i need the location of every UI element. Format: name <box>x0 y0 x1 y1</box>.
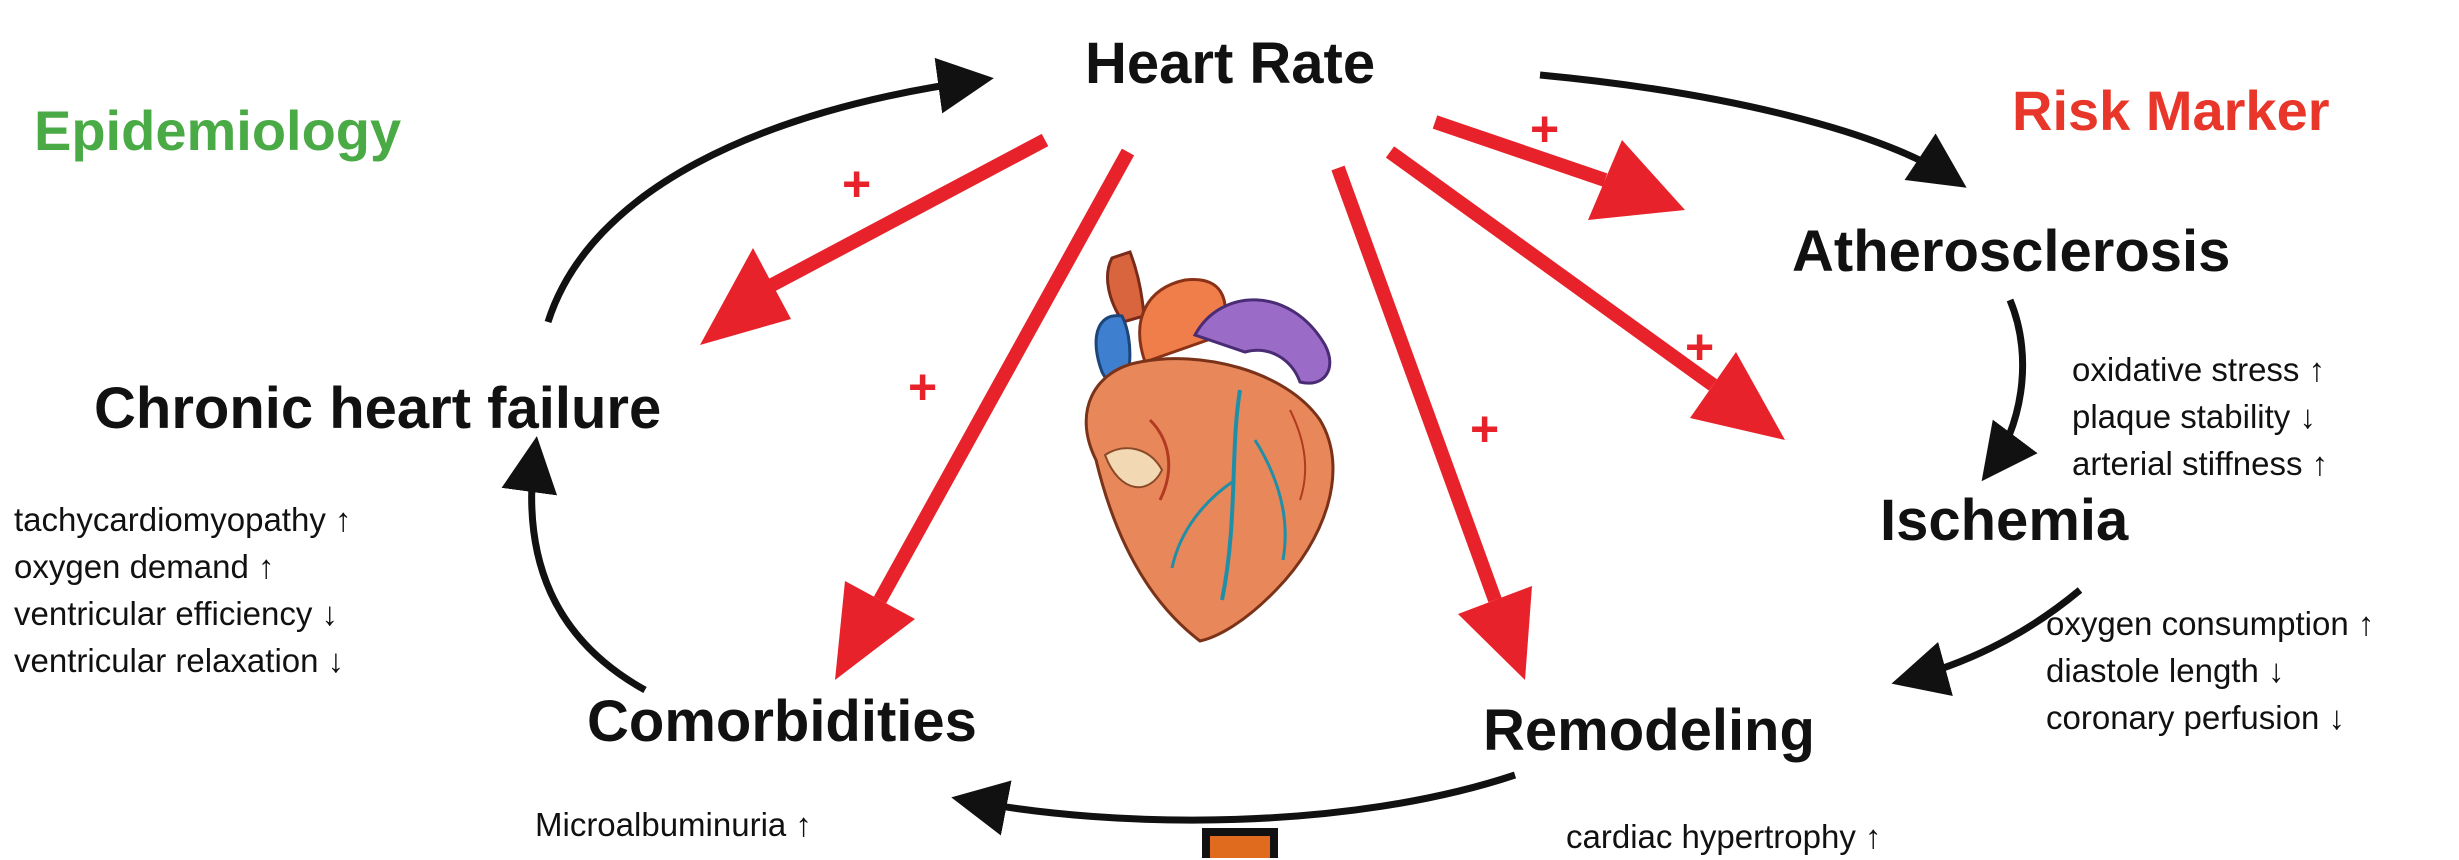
node-ischemia: Ischemia <box>1880 487 2128 554</box>
effect-item: cardiac hypertrophy ↑ <box>1566 813 1881 860</box>
plus-sign-ischemia: + <box>1685 318 1714 376</box>
node-remodeling: Remodeling <box>1483 697 1815 764</box>
node-comorbidities: Comorbidities <box>587 688 977 755</box>
effect-item: ventricular efficiency ↓ <box>14 590 352 637</box>
plus-sign-hf: + <box>842 155 871 213</box>
risk-marker-label: Risk Marker <box>2012 78 2330 143</box>
effect-item: oxidative stress ↑ <box>2072 346 2328 393</box>
effects-chronic-heart-failure: tachycardiomyopathy ↑ oxygen demand ↑ ve… <box>14 496 352 684</box>
plus-sign-comorbidities: + <box>908 358 937 416</box>
effects-remodeling: cardiac hypertrophy ↑ <box>1566 813 1881 860</box>
node-atherosclerosis: Atherosclerosis <box>1792 218 2230 285</box>
effect-item: Microalbuminuria ↑ <box>535 801 812 848</box>
effect-item: plaque stability ↓ <box>2072 393 2328 440</box>
effect-item: coronary perfusion ↓ <box>2046 694 2374 741</box>
arrow-atherosclerosis-to-ischemia <box>1990 300 2023 470</box>
node-chronic-heart-failure: Chronic heart failure <box>94 375 661 442</box>
plus-sign-atherosclerosis: + <box>1530 100 1559 158</box>
effect-item: oxygen consumption ↑ <box>2046 600 2374 647</box>
arrow-comorbidities-to-hf <box>532 450 645 690</box>
effects-atherosclerosis: oxidative stress ↑ plaque stability ↓ ar… <box>2072 346 2328 487</box>
arrow-heart-rate-to-atherosclerosis <box>1540 75 1955 180</box>
effect-item: ventricular relaxation ↓ <box>14 637 352 684</box>
red-arrow-to-chronic-heart-failure <box>700 140 1045 345</box>
epidemiology-label: Epidemiology <box>34 98 401 163</box>
heart-illustration-icon <box>1086 252 1333 641</box>
arrow-remodeling-to-comorbidities <box>965 775 1515 820</box>
plus-sign-remodeling: + <box>1470 400 1499 458</box>
effects-comorbidities: Microalbuminuria ↑ <box>535 801 812 848</box>
effect-item: oxygen demand ↑ <box>14 543 352 590</box>
effect-item: arterial stiffness ↑ <box>2072 440 2328 487</box>
node-heart-rate: Heart Rate <box>1085 30 1375 97</box>
effect-item: diastole length ↓ <box>2046 647 2374 694</box>
effects-ischemia: oxygen consumption ↑ diastole length ↓ c… <box>2046 600 2374 741</box>
red-arrow-to-ischemia <box>1390 152 1785 440</box>
red-arrow-to-remodeling <box>1338 168 1532 680</box>
effect-item: tachycardiomyopathy ↑ <box>14 496 352 543</box>
orange-box-icon <box>1206 832 1274 858</box>
